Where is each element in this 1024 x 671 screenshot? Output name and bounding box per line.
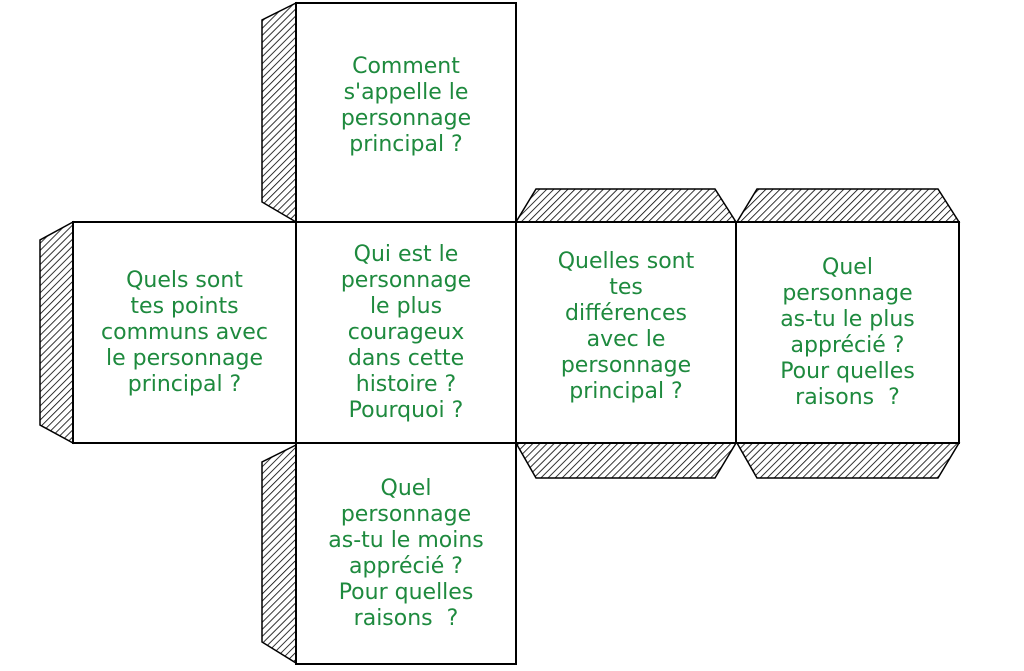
text-line: s'appelle le [343, 79, 469, 105]
text-line: as-tu le plus [780, 306, 915, 332]
text-line: apprécié ? [790, 332, 905, 358]
text-line: différences [565, 301, 687, 326]
text-line: Pour quelles [780, 358, 915, 384]
glue-flap-top-left [261, 1, 297, 224]
text-line: Quelles sont [557, 249, 695, 274]
text-line: apprécié ? [349, 553, 463, 579]
glue-flap-bottom-left [261, 443, 297, 665]
face-bottom-text: Quel personnage as-tu le moins apprécié … [296, 443, 516, 664]
text-line: personnage [340, 501, 472, 527]
face-bottom-outline [295, 442, 517, 665]
text-line: avec le [586, 327, 666, 352]
glue-flap-right2-bottom [735, 442, 961, 479]
text-line: personnage [340, 105, 472, 131]
text-line: le personnage [106, 345, 263, 371]
text-line: Pourquoi ? [348, 397, 464, 423]
face-right1-text: Quelles sont tes différences avec le per… [516, 222, 736, 432]
face-left-outline [72, 221, 297, 444]
text-line: le plus [369, 293, 443, 319]
text-line: tes points [130, 293, 239, 319]
glue-flap-left [39, 220, 74, 445]
text-line: personnage [560, 353, 692, 378]
face-center-outline [295, 221, 517, 444]
text-line: courageux [347, 319, 465, 345]
text-line: Qui est le [353, 241, 459, 267]
face-right2-outline [735, 221, 960, 444]
glue-flap-right1-top [514, 188, 738, 223]
text-line: Quel [822, 254, 873, 280]
face-center-text: Qui est le personnage le plus courageux … [296, 222, 516, 443]
text-line: histoire ? [355, 371, 457, 397]
glue-flap-right1-bottom [514, 442, 738, 479]
text-line: principal ? [349, 131, 463, 157]
text-line: communs avec [101, 319, 268, 345]
text-line: Pour quelles [338, 579, 474, 605]
text-line: principal ? [127, 371, 242, 397]
text-line: Quel [380, 475, 432, 501]
text-line: tes [609, 275, 643, 300]
glue-flap-right2-top [735, 188, 961, 223]
text-line: dans cette [347, 345, 465, 371]
text-line: personnage [782, 280, 913, 306]
face-left-text: Quels sont tes points communs avec le pe… [73, 222, 296, 443]
face-top-text: Comment s'appelle le personnage principa… [296, 3, 516, 208]
text-line: raisons ? [353, 605, 459, 631]
text-line: principal ? [569, 379, 683, 404]
text-line: Comment [352, 53, 460, 79]
text-line: raisons ? [795, 384, 900, 410]
text-line: Quels sont [126, 267, 243, 293]
face-right1-outline [515, 221, 737, 444]
text-line: personnage [340, 267, 472, 293]
text-line: as-tu le moins [328, 527, 484, 553]
face-right2-text: Quel personnage as-tu le plus apprécié ?… [736, 222, 959, 443]
